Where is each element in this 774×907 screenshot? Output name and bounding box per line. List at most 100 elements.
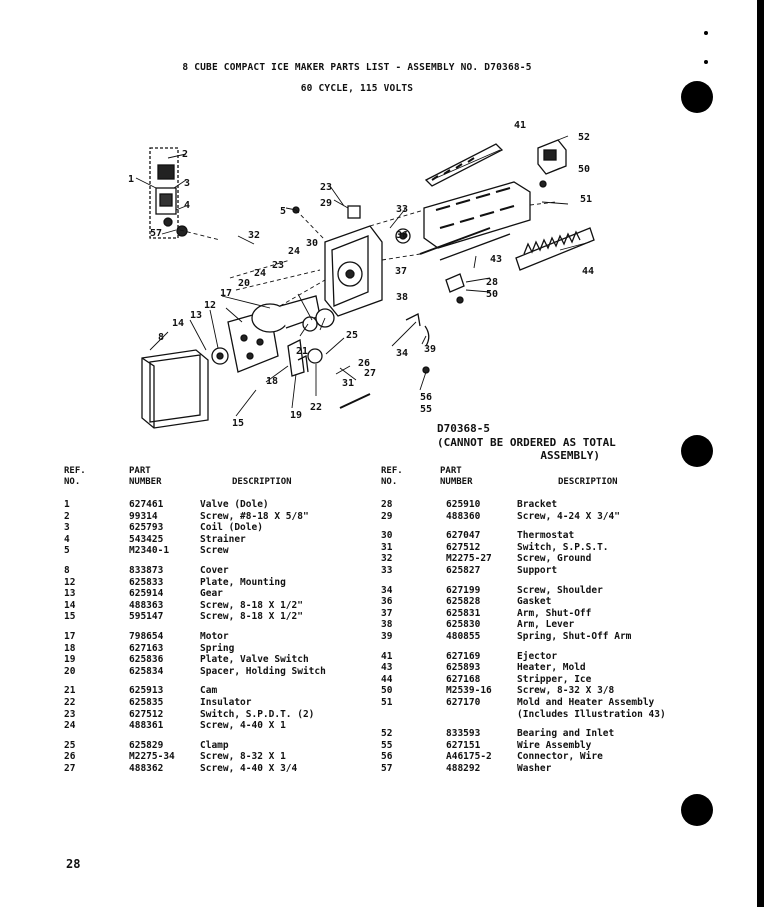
description: Screw, 8-32 X 1 [200,751,286,763]
ref-no: 31 [381,541,393,553]
ref-no: 24 [64,720,76,732]
part-number: 627512 [446,541,481,553]
callout-55: 55 [420,404,432,415]
binder-hole [681,81,713,113]
callout-14: 14 [172,318,184,329]
ref-no: 26 [64,751,76,763]
callout-56: 56 [420,392,432,403]
callout-1: 1 [128,174,134,185]
description: Stripper, Ice [517,673,592,685]
ref-no: 18 [64,642,76,654]
ref-no: 43 [381,662,393,674]
description: Washer [517,762,552,774]
part-number: 99314 [129,510,158,522]
assembly-code: D70368-5 [437,422,490,435]
ref-no: 23 [64,708,76,720]
part-number: 625829 [129,739,164,751]
callout-57: 57 [150,228,162,239]
ref-no: 36 [381,596,393,608]
table-row: 23 627512 Switch, S.P.D.T. (2) [64,709,364,721]
part-number: 627169 [446,650,481,662]
callout-51: 51 [580,194,592,205]
description: Wire Assembly [517,739,592,751]
table-row: 26 M2275-34 Screw, 8-32 X 1 [64,751,364,763]
ref-no: 29 [381,510,393,522]
callout-32: 32 [248,230,260,241]
ref-no: 51 [381,696,393,708]
callout-31: 31 [342,378,354,389]
callout-33: 33 [396,204,408,215]
ref-no: 2 [64,510,70,522]
description: Strainer [200,533,246,545]
callout-24a: 24 [288,246,300,257]
ref-no: 33 [381,564,393,576]
assembly-note-line2: ASSEMBLY) [540,449,600,462]
callout-22: 22 [310,402,322,413]
part-number: 627170 [446,696,481,708]
callout-34: 34 [396,348,408,359]
ref-no: 15 [64,611,76,623]
table-row-continuation: (Includes Illustration 43) [381,709,701,721]
ref-no: 19 [64,654,76,666]
part-number: 627512 [129,708,164,720]
part-number: 833873 [129,564,164,576]
description: Heater, Mold [517,662,586,674]
part-number: 488360 [446,510,481,522]
ref-no: 28 [381,499,393,510]
description: Cam [200,685,218,697]
ref-no: 12 [64,576,76,588]
callout-39: 39 [424,344,436,355]
callout-26: 26 [358,358,370,369]
callout-30: 30 [306,238,318,249]
ref-no: 52 [381,728,393,740]
part-number: M2275-34 [129,751,175,763]
ref-no: 4 [64,533,70,545]
ref-no: 25 [64,739,76,751]
callout-50b: 50 [486,289,498,300]
assembly-note-line1: (CANNOT BE ORDERED AS TOTAL [437,436,616,449]
callout-20: 20 [238,278,250,289]
callout-44: 44 [582,266,594,277]
ref-no: 17 [64,630,76,642]
description: Screw, 8-18 X 1/2" [200,611,303,623]
description: Screw, 4-40 X 3/4 [200,762,298,774]
part-number: 625893 [446,662,481,674]
description: Bracket [517,499,558,510]
callout-2: 2 [182,149,188,160]
callout-4: 4 [184,200,190,211]
ref-no: 44 [381,673,393,685]
page-number: 28 [66,857,81,871]
ref-no: 56 [381,751,393,763]
assembly-note: (CANNOT BE ORDERED AS TOTAL ASSEMBLY) [437,436,637,462]
callout-17: 17 [220,288,232,299]
part-number: 833593 [446,728,481,740]
part-number: 625834 [129,665,164,677]
description: Thermostat [517,530,575,542]
description: Switch, S.P.D.T. (2) [200,708,315,720]
binder-hole [681,435,713,467]
ref-no: 27 [64,762,76,774]
callout-13: 13 [190,310,202,321]
ref-no: 57 [381,762,393,774]
speck [704,31,708,35]
ref-no: 41 [381,650,393,662]
ref-no: 14 [64,599,76,611]
part-number: 480855 [446,630,481,642]
exploded-parts-diagram: 1 2 3 4 57 5 32 23 29 33 36 37 38 24 30 … [128,120,595,429]
ref-no: 20 [64,665,76,677]
callout-36: 36 [396,230,408,241]
